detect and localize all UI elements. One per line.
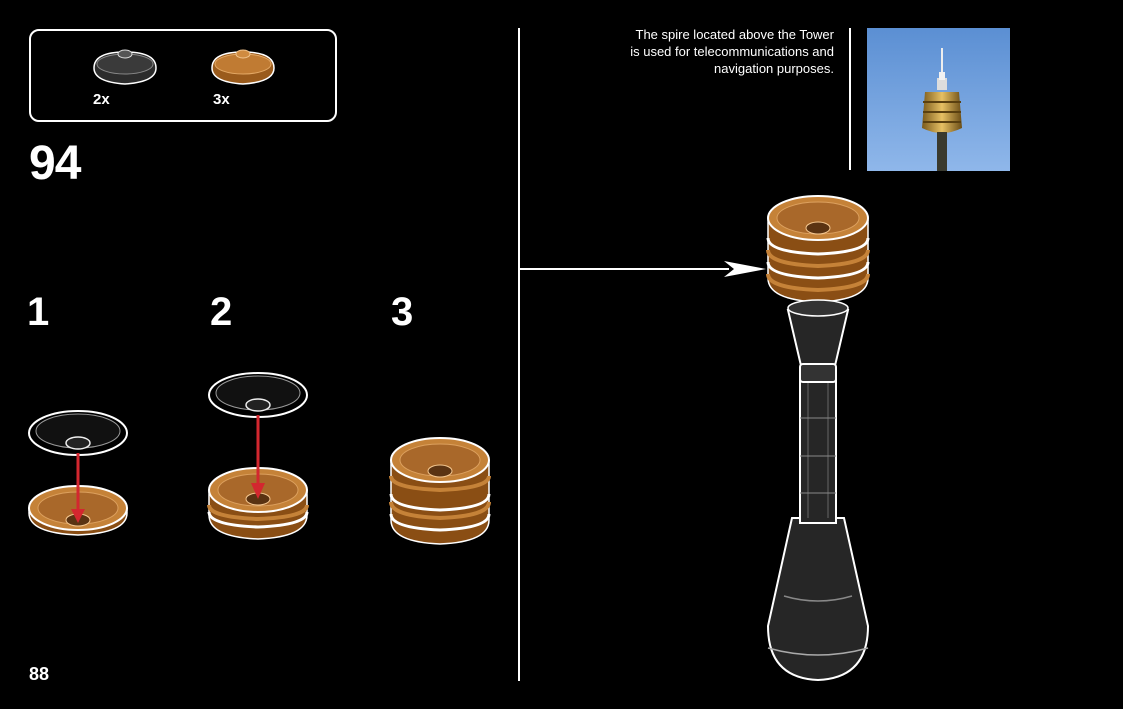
info-text-line: is used for telecommunications and: [584, 43, 834, 60]
gold-dish-part-icon: [210, 44, 276, 90]
sub-step-1-illustration: [28, 405, 132, 545]
info-text-line: The spire located above the Tower: [584, 26, 834, 43]
info-text-line: navigation purposes.: [584, 60, 834, 77]
info-divider: [849, 28, 851, 170]
step-number: 94: [29, 136, 80, 191]
part-quantity-dark: 2x: [93, 91, 110, 108]
part-quantity-gold: 3x: [213, 91, 230, 108]
panel-divider: [518, 28, 520, 681]
dark-dish-part-icon: [92, 44, 158, 90]
parts-callout: [29, 29, 337, 122]
sub-step-1-number: 1: [27, 290, 49, 335]
sub-step-3-illustration: [390, 436, 494, 548]
page-number: 88: [29, 664, 49, 685]
sub-step-2-illustration: [208, 365, 312, 547]
sub-step-2-number: 2: [210, 290, 232, 335]
callout-arrow-line: [519, 268, 729, 270]
sub-step-3-number: 3: [391, 290, 413, 335]
tower-photo: [867, 28, 1010, 171]
tower-model-illustration: [762, 188, 874, 684]
info-text: The spire located above the Tower is use…: [584, 26, 834, 77]
